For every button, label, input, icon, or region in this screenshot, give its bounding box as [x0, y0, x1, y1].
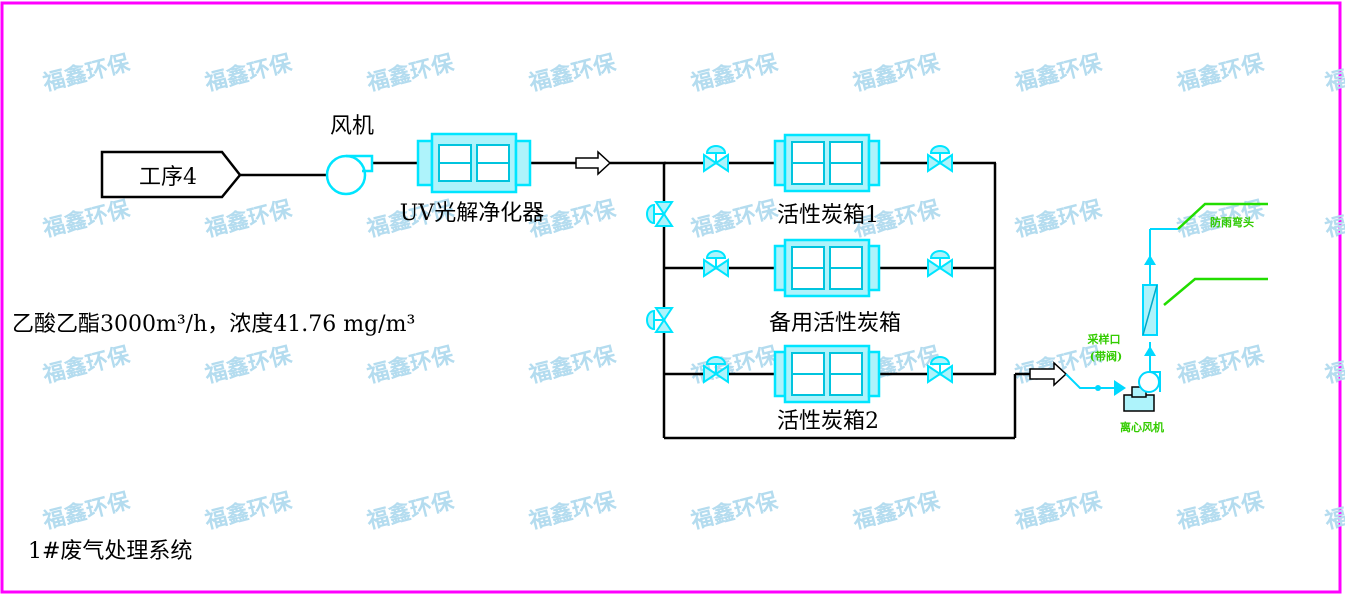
- carbon-box-2-label: 活性炭箱2: [777, 409, 879, 434]
- valve-icon: [703, 145, 729, 173]
- carbon-box-1-icon: [773, 133, 881, 193]
- centrifugal-fan-label: 离心风机: [1120, 420, 1164, 434]
- watermark-text: 福鑫环保: [39, 488, 133, 535]
- fan-label: 风机: [330, 114, 374, 139]
- watermark-text: 福鑫环保: [363, 50, 457, 97]
- carbon-box-2-icon: [773, 344, 881, 404]
- source-label: 工序4: [139, 165, 197, 190]
- uv-purifier-icon: [416, 132, 532, 194]
- centrifugal-fan-icon: [1123, 371, 1161, 412]
- watermark-text: 福鑫环保: [525, 342, 619, 389]
- rain-elbow-icon: [1163, 202, 1268, 306]
- watermark-text: 福鑫环保: [1011, 196, 1105, 243]
- watermark-text: 福鑫环保: [1173, 488, 1267, 535]
- watermark-text: 福鑫环保: [1173, 342, 1267, 389]
- watermark-text: 福鑫环保: [1011, 50, 1105, 97]
- watermark-text: 福鑫环保: [687, 196, 781, 243]
- watermark-text: 福鑫环保: [849, 488, 943, 535]
- flow-arrow-icon: [575, 150, 612, 176]
- rain-elbow-label: 防雨弯头: [1210, 215, 1254, 229]
- system-title: 1#废气处理系统: [28, 539, 192, 564]
- valve-icon: [703, 356, 729, 384]
- watermark-text: 福鑫环保: [1173, 50, 1267, 97]
- watermark-text: 福鑫环保: [39, 342, 133, 389]
- watermark-text: 福鑫环保: [201, 488, 295, 535]
- watermark-text: 福鑫环保: [687, 342, 781, 389]
- watermark-text: 福鑫环保: [363, 488, 457, 535]
- exhaust-stack: [1142, 228, 1178, 372]
- flow-arrow-icon: [1029, 361, 1068, 387]
- outlet-pipeline: [1065, 373, 1126, 396]
- watermark-text: 福鑫环保: [201, 50, 295, 97]
- watermark-text: 福鑫环保: [201, 342, 295, 389]
- watermark-text: 福鑫环保: [1011, 488, 1105, 535]
- watermark-text: 福鑫环保: [201, 196, 295, 243]
- process-source: 工序4: [100, 150, 242, 199]
- watermark-text: 福鑫环保: [849, 50, 943, 97]
- vertical-valve-icon: [646, 307, 674, 333]
- watermark-text: 福鑫环保: [687, 50, 781, 97]
- valve-icon: [927, 356, 953, 384]
- watermark-text: 福鑫环保: [687, 488, 781, 535]
- valve-icon: [927, 250, 953, 278]
- sampling-port-note: (带阀): [1090, 349, 1122, 363]
- watermark-text: 福鑫环保: [39, 196, 133, 243]
- valve-icon: [927, 145, 953, 173]
- fan-icon: [325, 154, 374, 196]
- flow-rate-note: 乙酸乙酯3000m³/h，浓度41.76 mg/m³: [12, 312, 415, 337]
- carbon-box-1-label: 活性炭箱1: [777, 203, 879, 228]
- watermark-text: 福鑫环保: [525, 488, 619, 535]
- watermark-text: 福鑫环保: [525, 50, 619, 97]
- uv-purifier-label: UV光解净化器: [400, 201, 544, 226]
- watermark-text: 福鑫环保: [363, 342, 457, 389]
- watermark-text: 福鑫环保: [39, 50, 133, 97]
- carbon-box-spare-icon: [773, 238, 881, 298]
- carbon-box-spare-label: 备用活性炭箱: [769, 311, 901, 336]
- vertical-valve-icon: [646, 201, 674, 227]
- valve-icon: [703, 250, 729, 278]
- carbon-box-group: [773, 133, 881, 404]
- sampling-port-label: 采样口: [1087, 332, 1121, 346]
- valve-group: [703, 145, 953, 384]
